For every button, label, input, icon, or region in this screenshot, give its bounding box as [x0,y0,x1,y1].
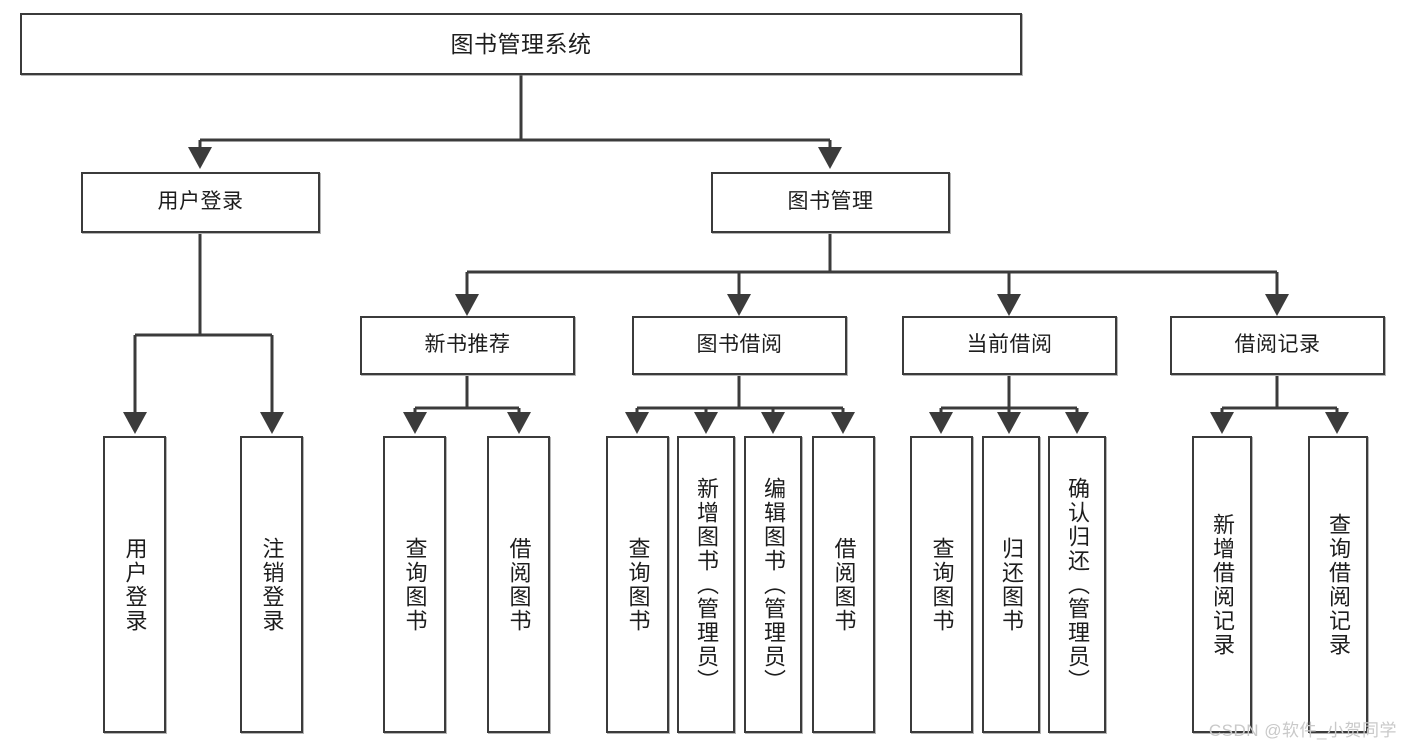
node-book-borrow[interactable]: 图书借阅 [632,316,847,375]
leaf-current-borrow-query[interactable]: 查询图书 [910,436,973,733]
node-book-management-label: 图书管理 [787,190,874,214]
node-user-login-label: 用户登录 [157,190,244,214]
leaf-book-borrow-query[interactable]: 查询图书 [606,436,669,733]
node-user-login[interactable]: 用户登录 [81,172,320,233]
leaf-user-login-signout-label: 注销登录 [259,536,285,633]
node-root-label: 图书管理系统 [450,30,592,57]
node-book-borrow-label: 图书借阅 [696,333,783,357]
node-root-library-system[interactable]: 图书管理系统 [20,13,1022,75]
leaf-user-login-signout[interactable]: 注销登录 [240,436,303,733]
node-current-borrow-label: 当前借阅 [966,333,1053,357]
leaf-current-borrow-query-label: 查询图书 [929,536,955,633]
leaf-current-borrow-confirm-label: 确认归还（管理员） [1065,476,1090,693]
leaf-new-book-query[interactable]: 查询图书 [383,436,446,733]
leaf-new-book-query-label: 查询图书 [402,536,428,633]
leaf-borrow-record-query[interactable]: 查询借阅记录 [1308,436,1368,733]
leaf-book-borrow-lend[interactable]: 借阅图书 [812,436,875,733]
leaf-book-borrow-lend-label: 借阅图书 [831,536,857,633]
leaf-current-borrow-return-label: 归还图书 [999,536,1024,633]
leaf-borrow-record-query-label: 查询借阅记录 [1326,512,1351,657]
leaf-new-book-borrow-label: 借阅图书 [506,536,532,633]
leaf-book-borrow-add-label: 新增图书（管理员） [694,476,719,693]
leaf-new-book-borrow[interactable]: 借阅图书 [487,436,550,733]
leaf-borrow-record-add[interactable]: 新增借阅记录 [1192,436,1252,733]
leaf-book-borrow-query-label: 查询图书 [625,536,651,633]
node-borrow-record[interactable]: 借阅记录 [1170,316,1385,375]
leaf-current-borrow-confirm[interactable]: 确认归还（管理员） [1048,436,1106,733]
leaf-book-borrow-add[interactable]: 新增图书（管理员） [677,436,735,733]
leaf-user-login-signin-label: 用户登录 [122,536,148,633]
node-new-book-recommend[interactable]: 新书推荐 [360,316,575,375]
leaf-book-borrow-edit-label: 编辑图书（管理员） [761,476,786,693]
node-new-book-recommend-label: 新书推荐 [424,333,511,357]
leaf-current-borrow-return[interactable]: 归还图书 [982,436,1040,733]
node-book-management[interactable]: 图书管理 [711,172,950,233]
node-borrow-record-label: 借阅记录 [1234,333,1321,357]
node-current-borrow[interactable]: 当前借阅 [902,316,1117,375]
leaf-user-login-signin[interactable]: 用户登录 [103,436,166,733]
leaf-borrow-record-add-label: 新增借阅记录 [1210,512,1235,657]
leaf-book-borrow-edit[interactable]: 编辑图书（管理员） [744,436,802,733]
